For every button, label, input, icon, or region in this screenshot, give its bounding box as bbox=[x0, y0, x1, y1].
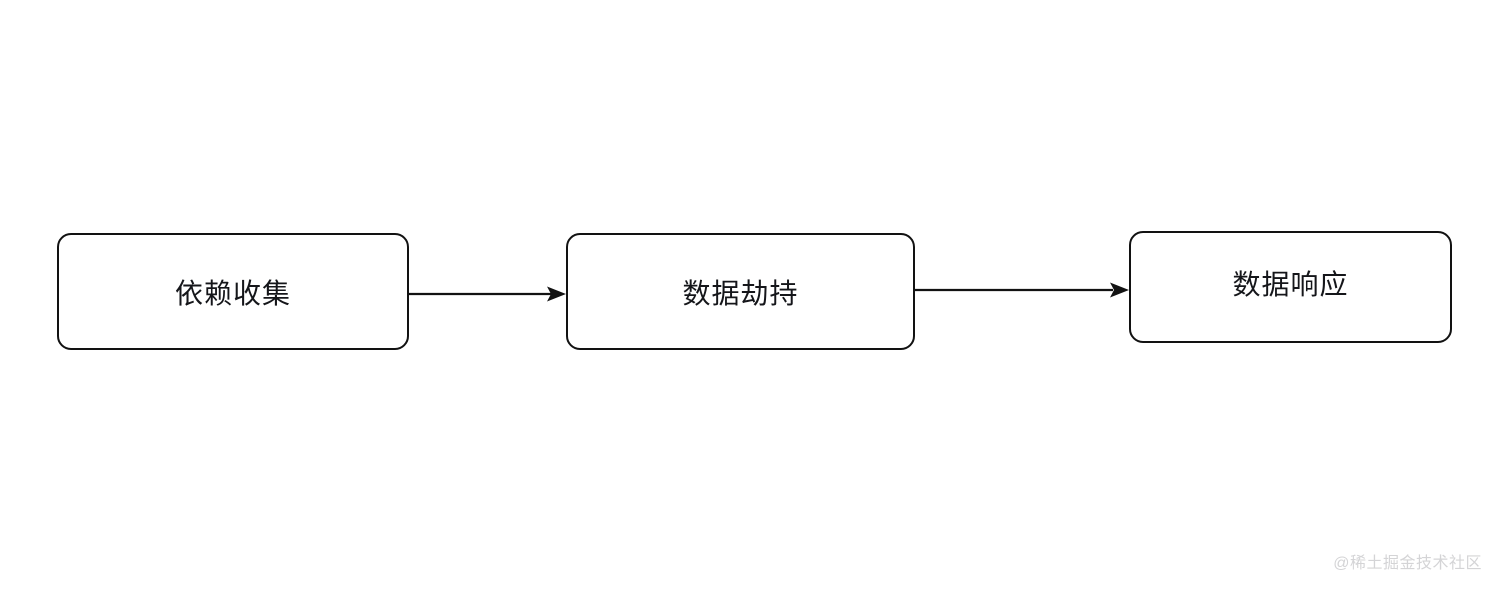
flow-edge-1 bbox=[409, 286, 566, 302]
arrowhead-icon bbox=[1110, 282, 1129, 298]
flow-node-label: 数据劫持 bbox=[682, 277, 799, 309]
flow-node-label: 依赖收集 bbox=[174, 277, 291, 309]
flow-node-data-response[interactable]: 数据响应 bbox=[1129, 231, 1452, 343]
arrowhead-icon bbox=[547, 286, 566, 302]
flow-edge-2 bbox=[915, 282, 1129, 298]
flow-node-label: 数据响应 bbox=[1232, 269, 1349, 300]
watermark: @稀土掘金技术社区 bbox=[1333, 555, 1482, 572]
flow-node-data-hijack[interactable]: 数据劫持 bbox=[566, 233, 915, 350]
flow-node-dependency-collection[interactable]: 依赖收集 bbox=[57, 233, 409, 350]
